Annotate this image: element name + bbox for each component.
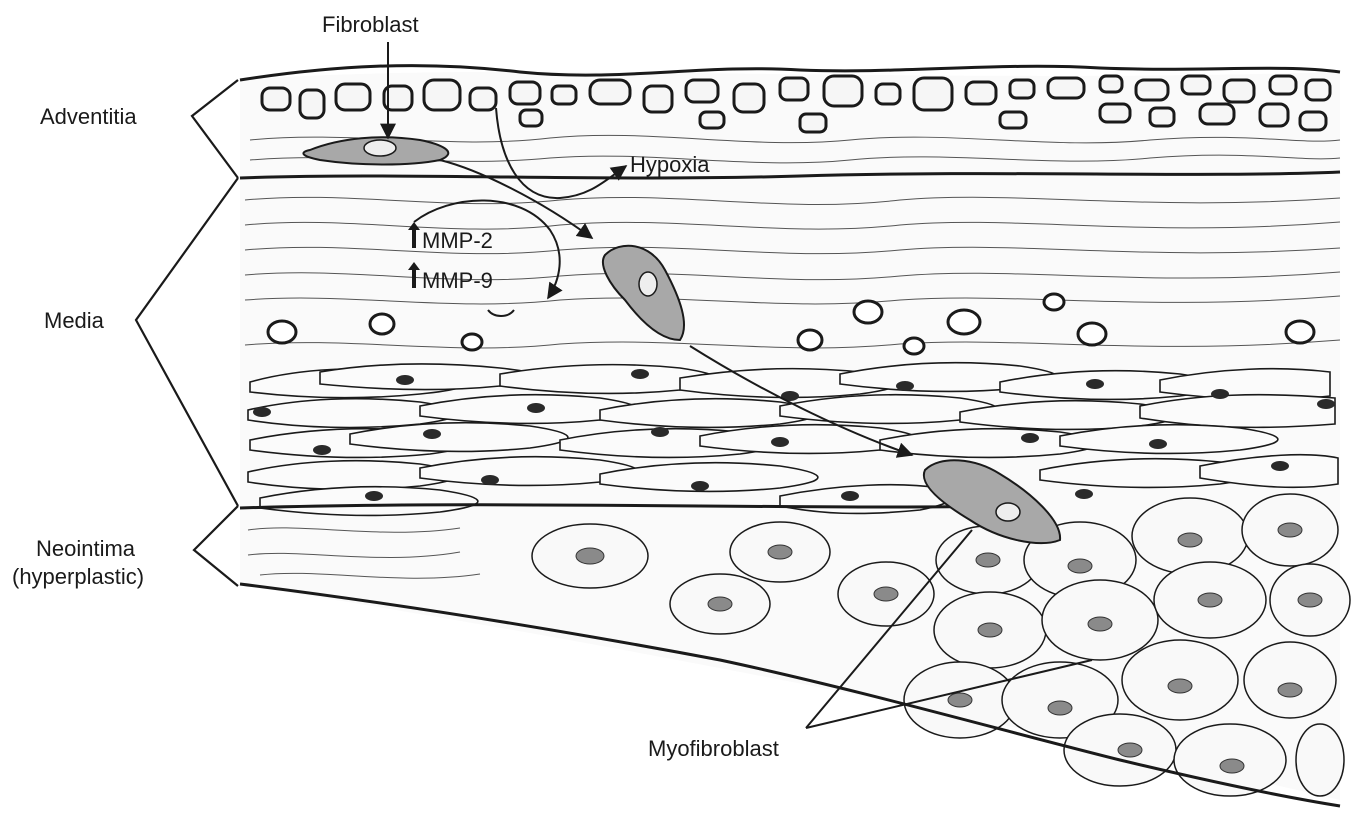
mmp2-label: MMP-2	[422, 228, 493, 253]
hypoxia-label: Hypoxia	[630, 152, 710, 177]
media-bracket	[136, 178, 238, 506]
fibroblast-label: Fibroblast	[322, 12, 419, 37]
adventitia-label: Adventitia	[40, 104, 137, 129]
adventitia-bracket	[192, 80, 238, 178]
layer-brackets	[136, 80, 238, 586]
neointima-bracket	[194, 506, 238, 586]
neointima-sublabel: (hyperplastic)	[12, 564, 144, 589]
myofibroblast-label: Myofibroblast	[648, 736, 779, 761]
mmp9-label: MMP-9	[422, 268, 493, 293]
media-label: Media	[44, 308, 105, 333]
neointima-label: Neointima	[36, 536, 136, 561]
